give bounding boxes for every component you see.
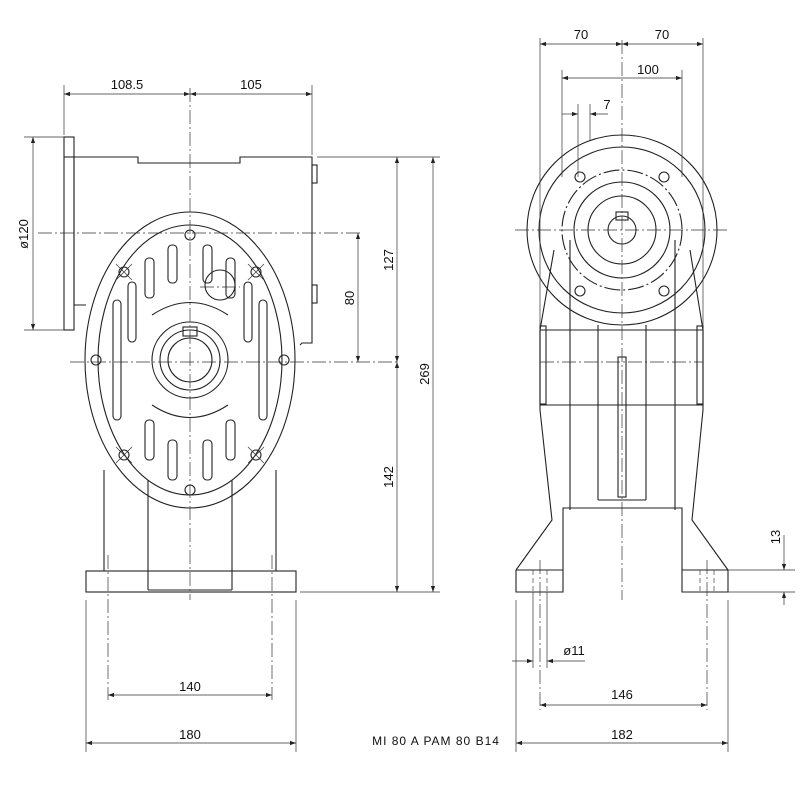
front-dimensions: 108.5 105 ø120 80 127 142 269 140 180: [16, 77, 440, 752]
front-housing-left: [73, 157, 86, 306]
dim-side-bolt-circle: 100: [637, 62, 659, 77]
front-upper-housing: [74, 156, 313, 346]
dim-side-hole-spacing: 146: [611, 687, 633, 702]
dim-side-key-offset: 7: [603, 97, 610, 112]
dim-height-upper: 127: [381, 249, 396, 271]
dim-base-width: 180: [179, 727, 201, 742]
front-left-leg: [103, 470, 149, 590]
dim-height-lower: 142: [381, 466, 396, 488]
dim-side-half-right: 70: [655, 27, 669, 42]
front-view: [38, 88, 400, 700]
dim-total-height: 269: [417, 363, 432, 385]
front-boss-top: [311, 164, 318, 184]
dim-flange-diameter: ø120: [16, 219, 31, 249]
dim-foot-thickness: 13: [768, 530, 783, 544]
dim-shaft-offset: 80: [342, 291, 357, 305]
front-right-leg: [231, 470, 277, 590]
side-view: [515, 40, 730, 710]
front-base: [85, 570, 297, 593]
model-label: MI 80 A PAM 80 B14: [372, 734, 500, 748]
front-flange-plate: [63, 136, 75, 331]
side-body-left: [515, 249, 555, 571]
side-body-right: [689, 249, 729, 571]
dim-foot-hole-diameter: ø11: [563, 643, 584, 658]
front-boss-bottom: [311, 284, 318, 304]
dim-front-right-offset: 105: [240, 77, 262, 92]
side-dimensions: 70 70 100 7 13 ø11 146 182: [512, 27, 795, 752]
side-base: [515, 507, 729, 593]
dim-side-half-left: 70: [574, 27, 588, 42]
dim-front-left-offset: 108.5: [111, 77, 144, 92]
dim-foot-hole-spacing: 140: [179, 679, 201, 694]
dim-side-base-width: 182: [611, 727, 633, 742]
